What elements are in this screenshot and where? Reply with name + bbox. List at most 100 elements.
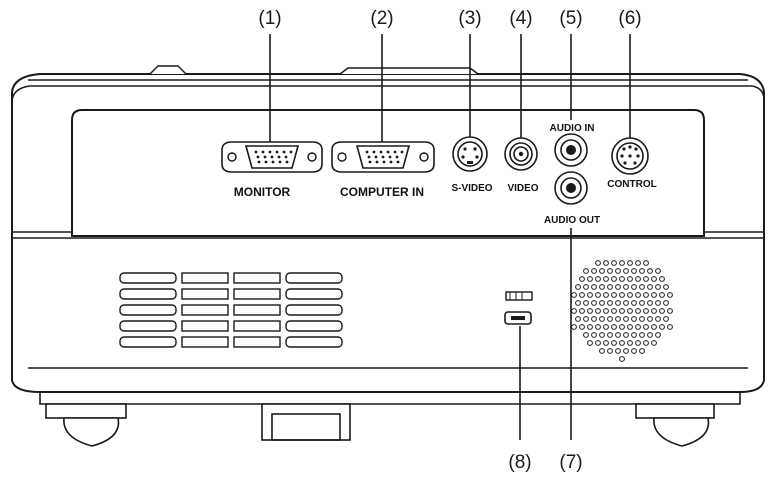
speaker-hole bbox=[595, 260, 601, 266]
speaker-hole bbox=[607, 284, 613, 290]
video-port-label: VIDEO bbox=[507, 183, 538, 194]
speaker-hole bbox=[599, 316, 605, 322]
speaker-hole bbox=[587, 308, 593, 314]
speaker-hole bbox=[623, 284, 629, 290]
speaker-hole bbox=[603, 260, 609, 266]
speaker-hole bbox=[667, 308, 673, 314]
speaker-hole bbox=[631, 348, 637, 354]
speaker-hole bbox=[587, 324, 593, 330]
speaker-hole bbox=[583, 300, 589, 306]
speaker-hole bbox=[575, 300, 581, 306]
connector-panel bbox=[71, 109, 705, 237]
speaker-hole bbox=[591, 284, 597, 290]
speaker-hole bbox=[607, 332, 613, 338]
speaker-hole bbox=[647, 268, 653, 274]
speaker-hole bbox=[579, 292, 585, 298]
video-port bbox=[504, 137, 538, 171]
speaker-hole bbox=[643, 324, 649, 330]
leader-lines bbox=[269, 34, 631, 440]
speaker-hole bbox=[615, 284, 621, 290]
speaker-hole bbox=[639, 268, 645, 274]
speaker-hole bbox=[619, 340, 625, 346]
speaker-hole bbox=[651, 308, 657, 314]
speaker-hole bbox=[655, 316, 661, 322]
speaker-hole bbox=[599, 268, 605, 274]
speaker-hole bbox=[631, 268, 637, 274]
speaker-hole bbox=[571, 324, 577, 330]
speaker-hole bbox=[623, 348, 629, 354]
speaker-hole bbox=[639, 316, 645, 322]
computer-in-port-label: COMPUTER IN bbox=[340, 185, 424, 199]
speaker-hole bbox=[611, 340, 617, 346]
speaker-hole bbox=[667, 292, 673, 298]
speaker-hole bbox=[639, 284, 645, 290]
speaker-hole bbox=[635, 292, 641, 298]
speaker-hole bbox=[571, 308, 577, 314]
speaker-hole bbox=[615, 300, 621, 306]
speaker-hole bbox=[611, 308, 617, 314]
speaker-hole bbox=[619, 276, 625, 282]
speaker-hole bbox=[619, 324, 625, 330]
speaker-hole bbox=[663, 300, 669, 306]
speaker-hole bbox=[651, 340, 657, 346]
feet bbox=[45, 403, 715, 447]
kensington-slot bbox=[504, 311, 532, 325]
speaker-hole bbox=[571, 292, 577, 298]
computer-in-port bbox=[331, 141, 435, 173]
speaker-hole bbox=[655, 284, 661, 290]
callout-4: (4) bbox=[509, 8, 532, 29]
speaker-hole bbox=[635, 308, 641, 314]
callout-7: (7) bbox=[559, 452, 582, 473]
speaker-hole bbox=[659, 324, 665, 330]
speaker-hole bbox=[587, 276, 593, 282]
speaker-hole bbox=[611, 276, 617, 282]
control-port-label: CONTROL bbox=[607, 179, 656, 190]
callout-1: (1) bbox=[258, 8, 281, 29]
speaker-hole bbox=[647, 284, 653, 290]
speaker-hole bbox=[643, 340, 649, 346]
speaker-hole bbox=[603, 308, 609, 314]
speaker-hole bbox=[639, 332, 645, 338]
callout-5: (5) bbox=[559, 8, 582, 29]
speaker-hole bbox=[627, 276, 633, 282]
speaker-hole bbox=[631, 300, 637, 306]
speaker-hole bbox=[591, 300, 597, 306]
speaker-hole bbox=[607, 268, 613, 274]
speaker-hole bbox=[591, 332, 597, 338]
control-port bbox=[611, 137, 649, 175]
speaker-hole bbox=[643, 276, 649, 282]
speaker-hole bbox=[655, 300, 661, 306]
speaker-hole bbox=[583, 284, 589, 290]
speaker-grille bbox=[571, 260, 673, 362]
speaker-hole bbox=[599, 300, 605, 306]
speaker-hole bbox=[639, 300, 645, 306]
speaker-hole bbox=[627, 292, 633, 298]
speaker-hole bbox=[615, 332, 621, 338]
speaker-hole bbox=[627, 308, 633, 314]
speaker-hole bbox=[635, 324, 641, 330]
speaker-hole bbox=[643, 260, 649, 266]
speaker-hole bbox=[647, 300, 653, 306]
speaker-hole bbox=[595, 324, 601, 330]
speaker-hole bbox=[607, 316, 613, 322]
speaker-hole bbox=[591, 316, 597, 322]
speaker-hole bbox=[607, 300, 613, 306]
speaker-hole bbox=[623, 268, 629, 274]
speaker-hole bbox=[635, 276, 641, 282]
speaker-hole bbox=[595, 292, 601, 298]
speaker-hole bbox=[603, 276, 609, 282]
speaker-hole bbox=[607, 348, 613, 354]
monitor-port-label: MONITOR bbox=[234, 185, 291, 199]
speaker-hole bbox=[579, 276, 585, 282]
speaker-hole bbox=[583, 268, 589, 274]
speaker-hole bbox=[623, 316, 629, 322]
speaker-hole bbox=[611, 292, 617, 298]
speaker-hole bbox=[643, 292, 649, 298]
speaker-hole bbox=[651, 292, 657, 298]
speaker-hole bbox=[631, 316, 637, 322]
speaker-hole bbox=[611, 324, 617, 330]
s-video-port-label: S-VIDEO bbox=[451, 183, 492, 194]
speaker-hole bbox=[575, 316, 581, 322]
speaker-hole bbox=[651, 324, 657, 330]
speaker-hole bbox=[635, 340, 641, 346]
